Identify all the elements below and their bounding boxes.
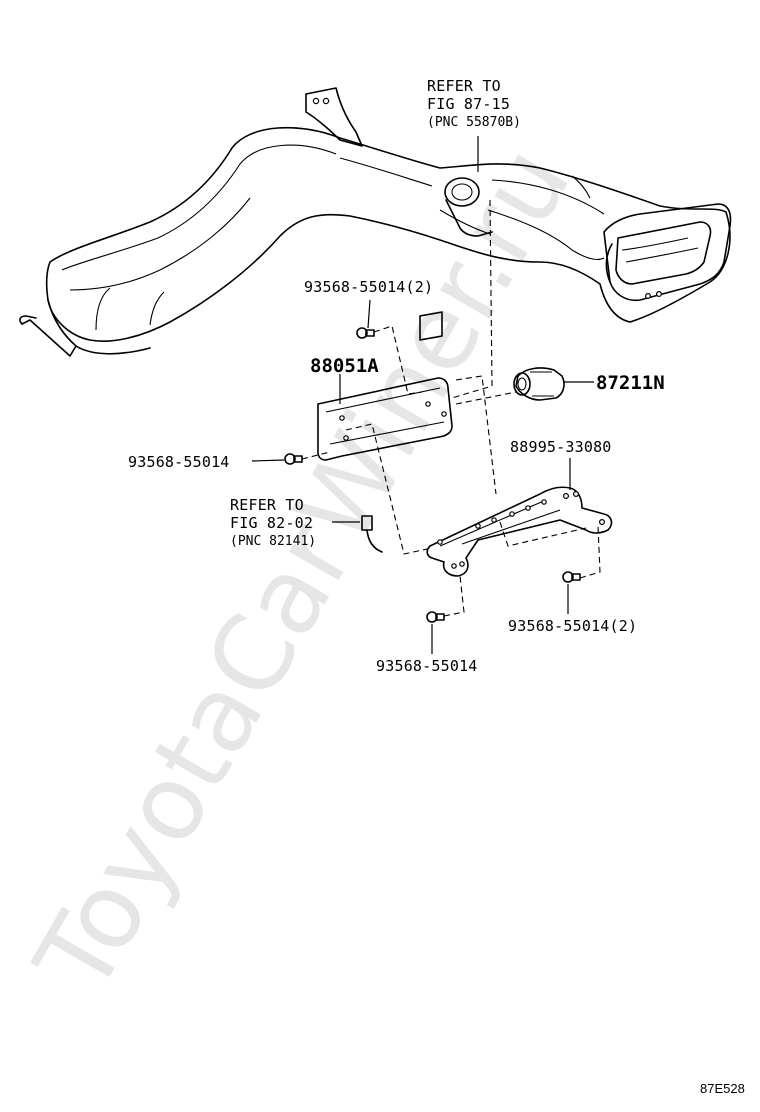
wire-connector-part [361, 515, 383, 553]
bolt-left-label: 93568-55014 [128, 453, 230, 471]
leader-lines [251, 136, 594, 654]
camera-part [513, 367, 565, 401]
wire-ref-line1: REFER TO [230, 496, 304, 514]
module-label: 88051A [310, 355, 379, 377]
air-duct-part [19, 87, 732, 357]
bolt-top [356, 327, 375, 339]
bolt-top-label: 93568-55014(2) [304, 278, 433, 296]
wire-ref-line2: FIG 82-02 [230, 514, 313, 532]
figure-code: 87E528 [700, 1081, 745, 1096]
duct-ref-line1: REFER TO [427, 77, 501, 95]
control-module-part [317, 311, 453, 461]
bracket-label: 88995-33080 [510, 438, 612, 456]
bolt-right [562, 571, 581, 583]
camera-label: 87211N [596, 372, 665, 394]
wire-ref-line3: (PNC 82141) [230, 534, 316, 549]
bolt-right-label: 93568-55014(2) [508, 617, 637, 635]
install-guide-lines [301, 199, 601, 617]
duct-ref-line2: FIG 87-15 [427, 95, 510, 113]
bolt-bottom-label: 93568-55014 [376, 657, 478, 675]
bolt-bottom [426, 611, 445, 623]
duct-ref-line3: (PNC 55870B) [427, 115, 521, 130]
bracket-part [426, 486, 613, 577]
